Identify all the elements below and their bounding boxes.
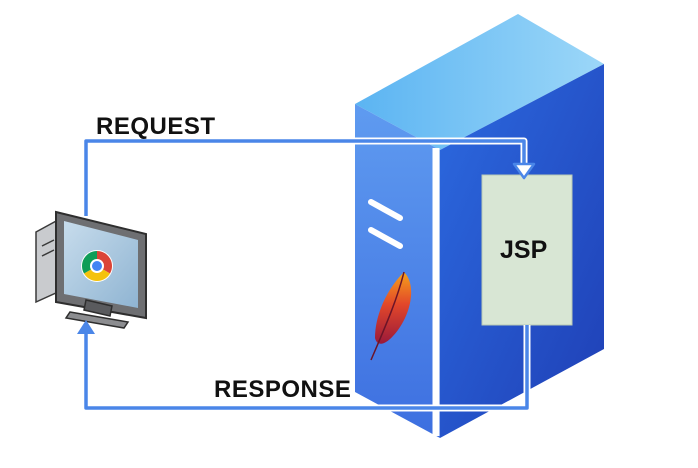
apache-feather-icon bbox=[370, 271, 412, 361]
jsp-label: JSP bbox=[500, 236, 548, 264]
chrome-logo-icon bbox=[81, 250, 113, 282]
response-arrow bbox=[77, 320, 531, 412]
request-label: REQUEST bbox=[96, 113, 216, 140]
vent-slots bbox=[368, 199, 403, 249]
server-tower-icon bbox=[355, 14, 604, 438]
request-arrow bbox=[82, 137, 536, 216]
response-label: RESPONSE bbox=[214, 376, 352, 403]
